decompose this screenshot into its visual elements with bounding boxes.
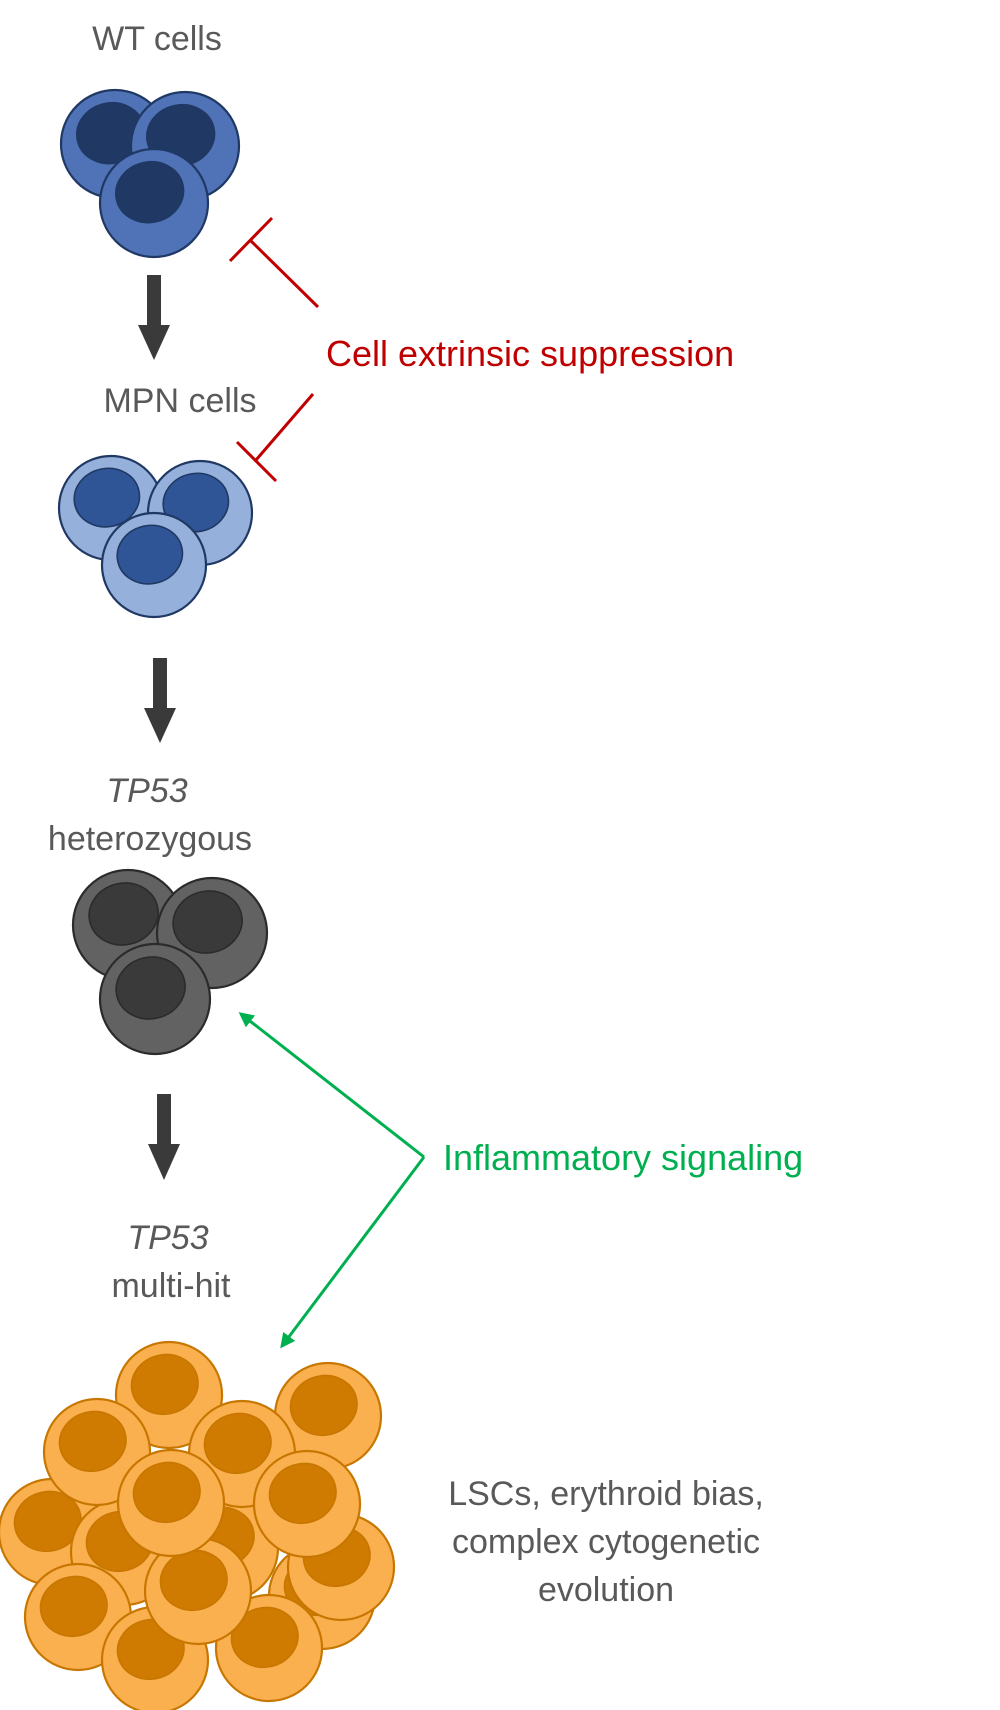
stage-label-multi-gene: TP53 <box>127 1219 208 1257</box>
cell-nucleus <box>130 1353 199 1416</box>
cell-nucleus <box>268 1462 337 1525</box>
suppression-label: Cell extrinsic suppression <box>326 333 734 374</box>
cell-nucleus <box>58 1410 127 1473</box>
stage-label-mpn: MPN cells <box>103 382 256 420</box>
cell-nucleus <box>203 1412 272 1475</box>
inflammation-label: Inflammatory signaling <box>443 1137 803 1178</box>
cell-nucleus <box>289 1374 358 1437</box>
cell-nucleus <box>73 467 141 528</box>
stage-label-het: heterozygous <box>48 820 252 858</box>
stage-label-wt: WT cells <box>92 20 222 58</box>
cell-nucleus <box>132 1461 201 1524</box>
outcome-line-3: evolution <box>538 1571 674 1609</box>
cell-nucleus <box>88 882 159 946</box>
outcome-line-1: LSCs, erythroid bias, <box>448 1475 764 1513</box>
outcome-line-2: complex cytogenetic <box>452 1523 760 1561</box>
tp53-multi-hit-cell <box>114 1340 224 1450</box>
cell-nucleus <box>172 890 243 954</box>
wt-cell <box>98 147 210 259</box>
mpn-cell-cluster <box>57 454 254 619</box>
tp53-multi-hit-cell <box>116 1448 226 1558</box>
cell-nucleus <box>115 160 185 224</box>
tp53-heterozygous-cell-cluster <box>71 868 269 1056</box>
tp53-multi-hit-cell <box>273 1361 383 1471</box>
tp53-het-cell <box>98 942 212 1056</box>
progression-arrow-1 <box>138 275 170 360</box>
inflammation-arrows <box>238 1012 426 1349</box>
progression-arrow-2 <box>144 658 176 743</box>
cell-nucleus <box>13 1490 82 1553</box>
wt-cell-cluster <box>59 88 241 259</box>
stage-label-het-gene: TP53 <box>106 772 187 810</box>
cell-nucleus <box>162 472 230 533</box>
cell-nucleus <box>230 1606 299 1669</box>
mpn-cell <box>100 511 208 619</box>
suppression-inhibitor-bottom <box>235 393 315 483</box>
stage-label-multi: multi-hit <box>111 1267 231 1305</box>
cell-nucleus <box>115 956 186 1020</box>
cell-nucleus <box>39 1575 108 1638</box>
progression-arrow-3 <box>148 1094 180 1180</box>
tp53-multi-hit-cell-cluster <box>0 1340 396 1710</box>
tp53-multi-hit-cell <box>252 1449 362 1559</box>
tp53-multi-hit-cell <box>143 1536 253 1646</box>
cell-nucleus <box>116 524 184 585</box>
suppression-inhibitor-top <box>228 216 320 309</box>
